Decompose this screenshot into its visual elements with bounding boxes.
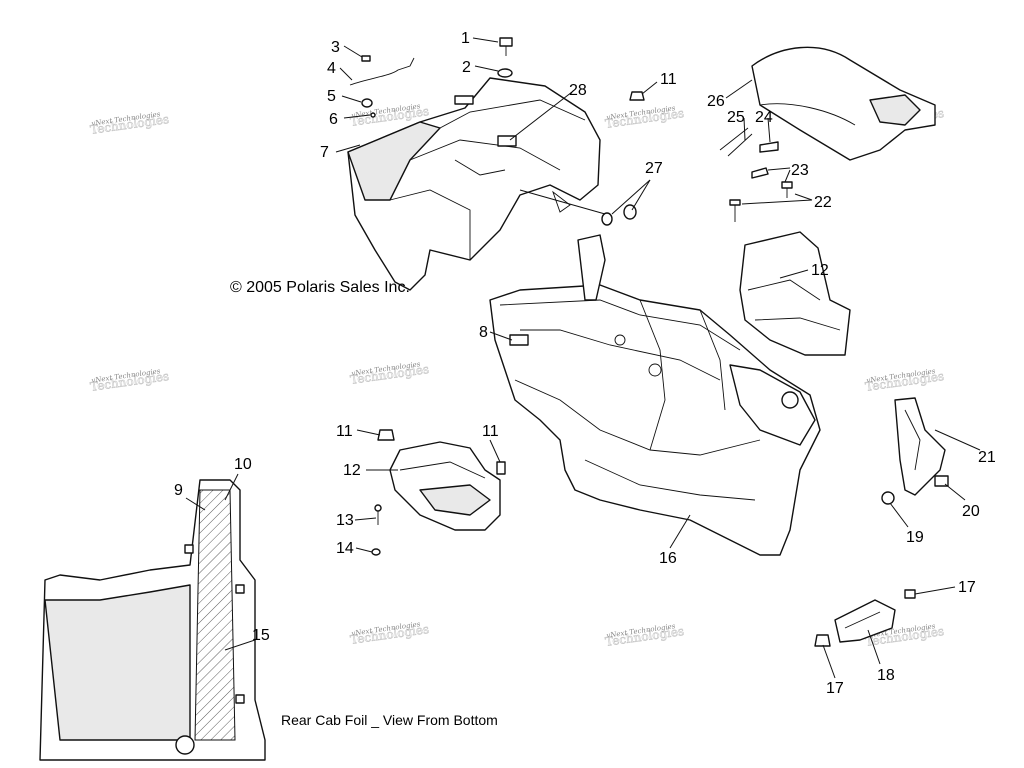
callout-15: 15 (252, 627, 270, 644)
callout-17-lower: 17 (826, 680, 844, 697)
callout-5: 5 (327, 88, 336, 105)
callout-12-right: 12 (811, 262, 829, 279)
watermark: Technologies vNext Technologies (604, 104, 685, 131)
fasteners-right (814, 475, 949, 647)
callout-21: 21 (978, 449, 996, 466)
watermark: Technologies vNext Technologies (604, 622, 685, 649)
callout-11-top: 11 (660, 71, 677, 88)
bumper-11-top (629, 91, 645, 101)
callout-20: 20 (962, 503, 980, 520)
callout-22: 22 (814, 194, 832, 211)
callout-14: 14 (336, 540, 354, 557)
cab-foil-view (39, 479, 266, 761)
bracket-21 (894, 397, 946, 496)
watermark: Technologies vNext Technologies (89, 110, 170, 137)
callout-7: 7 (320, 144, 329, 161)
callout-11-left: 11 (336, 423, 353, 440)
fasteners-left (371, 429, 506, 556)
callout-28: 28 (569, 82, 587, 99)
seat-latch-hardware (719, 127, 793, 222)
watermark: Technologies vNext Technologies (89, 367, 170, 394)
callout-1: 1 (461, 30, 470, 47)
callout-9: 9 (174, 482, 183, 499)
callout-4: 4 (327, 60, 336, 77)
callout-13: 13 (336, 512, 354, 529)
callout-18: 18 (877, 667, 895, 684)
callout-24: 24 (755, 109, 773, 126)
callout-8: 8 (479, 324, 488, 341)
callout-12-left: 12 (343, 462, 361, 479)
fasteners-top (349, 37, 513, 118)
callout-23: 23 (791, 162, 809, 179)
copyright-notice: © 2005 Polaris Sales Inc. (230, 279, 410, 296)
watermark: Technologies vNext Technologies (349, 620, 430, 647)
callout-6: 6 (329, 111, 338, 128)
footwell-left (389, 441, 501, 531)
callout-27: 27 (645, 160, 663, 177)
view-caption: Rear Cab Foil _ View From Bottom (281, 712, 498, 728)
callout-25: 25 (727, 109, 745, 126)
callout-2: 2 (462, 59, 471, 76)
callout-19: 19 (906, 529, 924, 546)
leader-lines (185, 37, 981, 679)
bracket-18 (834, 599, 896, 643)
rear-fender (347, 77, 601, 291)
frame (489, 234, 821, 556)
seat (751, 46, 936, 161)
callout-26: 26 (707, 93, 725, 110)
callout-16: 16 (659, 550, 677, 567)
callout-3: 3 (331, 39, 340, 56)
callout-10: 10 (234, 456, 252, 473)
callout-numbers: 1 2 3 4 5 6 7 8 9 10 11 11 11 12 12 13 1… (174, 30, 996, 697)
watermark: Technologies vNext Technologies (864, 367, 945, 394)
footwell-right (739, 231, 851, 356)
watermark: Technologies vNext Technologies (349, 360, 430, 387)
callout-17-upper: 17 (958, 579, 976, 596)
callout-11-mid: 11 (482, 423, 499, 440)
